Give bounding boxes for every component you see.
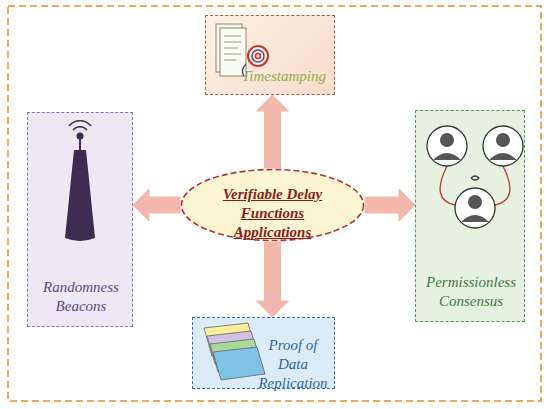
randomness-beacons-box: Randomness Beacons (27, 112, 133, 327)
fingerprint-icon (242, 46, 268, 76)
document-icon (216, 24, 246, 76)
block-arrow (257, 95, 289, 168)
stacked-pages-icon (204, 323, 265, 380)
timestamping-box: Timestamping (205, 15, 335, 95)
antenna-icon (65, 121, 95, 241)
block-arrow (365, 189, 415, 221)
block-arrow (133, 189, 180, 221)
node-label: Proof of Data Replication (258, 336, 328, 393)
consensus-people-icon (427, 126, 523, 228)
vdf-applications-ellipse: Verifiable Delay Functions Applications (180, 168, 365, 242)
node-label: Randomness Beacons (32, 278, 130, 316)
outer-dashed-border (8, 6, 541, 401)
proof-of-data-replication-box: Proof of Data Replication (192, 317, 335, 389)
block-arrow (257, 242, 289, 317)
permissionless-consensus-box: Permissionless Consensus (415, 110, 525, 322)
node-label: Permissionless Consensus (420, 273, 522, 311)
node-label: Verifiable Delay Functions Applications (202, 185, 343, 242)
node-label: Timestamping (216, 67, 326, 86)
